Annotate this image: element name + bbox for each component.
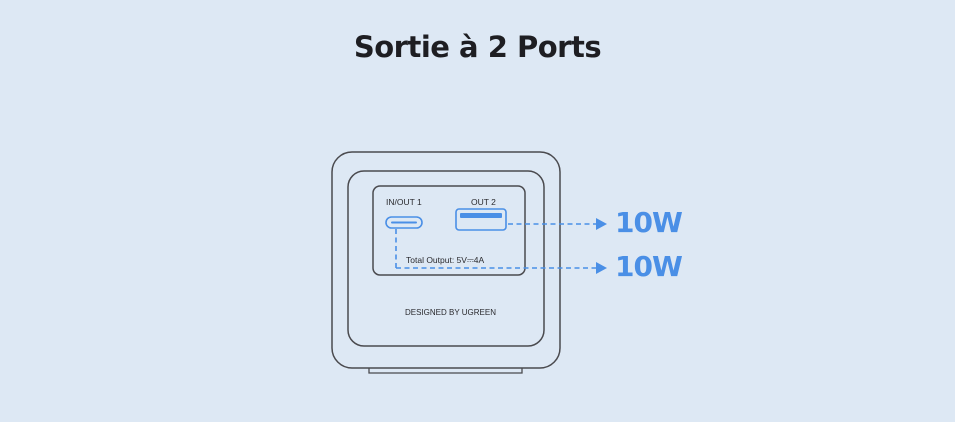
usb-a-port-icon [455, 208, 507, 231]
brand-label: DESIGNED BY UGREEN [405, 308, 496, 317]
arrow-right-icon [596, 262, 607, 274]
port-label-in-out-1: IN/OUT 1 [386, 197, 422, 207]
output-wattage-usb-c: 10W [615, 250, 683, 283]
output-wattage-usb-a: 10W [615, 206, 683, 239]
port-label-out-2: OUT 2 [471, 197, 496, 207]
usb-c-port-icon [385, 216, 423, 229]
charger-body [331, 151, 561, 374]
page-title: Sortie à 2 Ports [353, 30, 602, 64]
output-connector-lines [395, 223, 597, 269]
arrow-right-icon [596, 218, 607, 230]
total-output-label: Total Output: 5V⎓4A [406, 255, 485, 265]
